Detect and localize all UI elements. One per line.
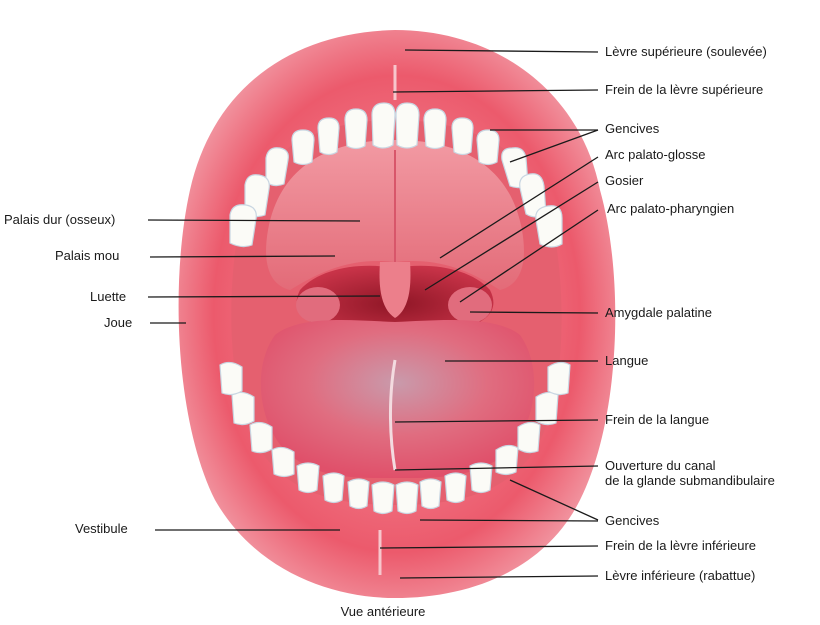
figure-caption: Vue antérieure <box>340 604 426 619</box>
tonsil-left <box>296 287 340 323</box>
label-levre-superieure: Lèvre supérieure (soulevée) <box>605 44 767 59</box>
tongue <box>260 319 535 479</box>
label-gencives-haut: Gencives <box>605 121 660 136</box>
label-joue: Joue <box>104 315 133 330</box>
tongue-frenulum <box>388 359 397 471</box>
label-ouverture-canal-1: Ouverture du canal <box>605 458 716 473</box>
leader-lines <box>147 49 599 579</box>
label-gosier: Gosier <box>605 173 644 188</box>
label-gencives-bas: Gencives <box>605 513 660 528</box>
label-frein-levre-superieure: Frein de la lèvre supérieure <box>605 82 764 97</box>
label-luette: Luette <box>90 289 127 304</box>
label-arc-palato-glosse: Arc palato-glosse <box>605 147 706 162</box>
tonsil-right <box>448 287 492 323</box>
label-ouverture-canal-2: de la glande submandibulaire <box>605 473 775 488</box>
label-amygdale-palatine: Amygdale palatine <box>605 305 712 320</box>
lower-teeth <box>219 361 571 515</box>
uvula <box>379 262 411 318</box>
label-vestibule: Vestibule <box>75 521 128 536</box>
label-arc-palato-pharyngien: Arc palato-pharyngien <box>607 201 735 216</box>
label-palais-mou: Palais mou <box>55 248 120 263</box>
label-frein-langue: Frein de la langue <box>605 412 710 427</box>
label-palais-dur: Palais dur (osseux) <box>4 212 116 227</box>
label-langue: Langue <box>605 353 649 368</box>
label-levre-inferieure: Lèvre inférieure (rabattue) <box>605 568 756 583</box>
label-frein-levre-inferieure: Frein de la lèvre inférieure <box>605 538 757 553</box>
